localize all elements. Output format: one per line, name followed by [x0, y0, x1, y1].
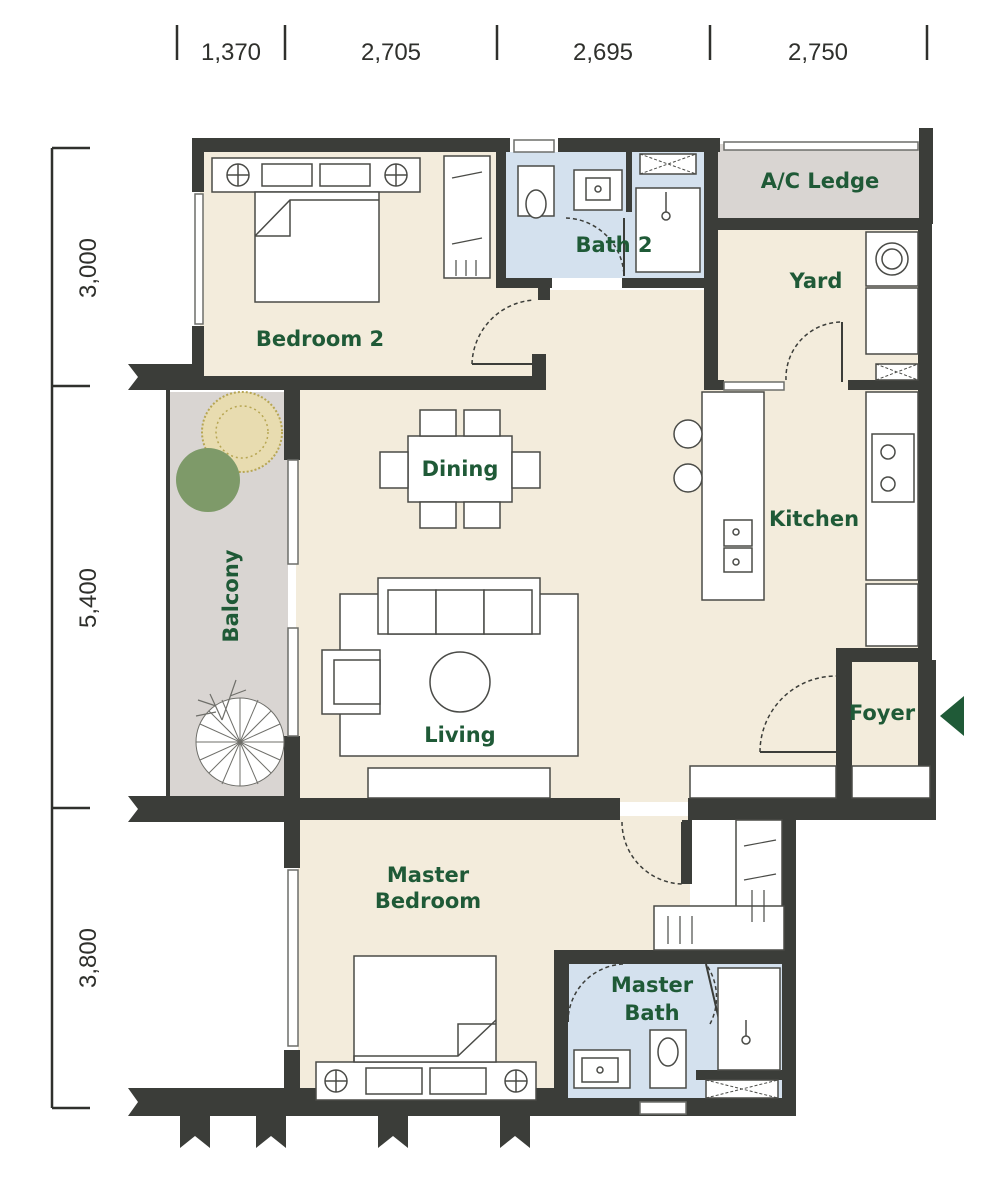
- room-label-master-bedroom-line2: Bedroom: [375, 889, 481, 913]
- bedroom2-bed: [254, 191, 380, 303]
- dimension-top-4: 2,750: [788, 39, 848, 66]
- vent-cross-icon: [639, 153, 919, 1099]
- floor-ac-ledge: [716, 144, 920, 220]
- room-label-bedroom2: Bedroom 2: [256, 327, 384, 351]
- wardrobe-hanger-lines: [451, 171, 777, 944]
- dimension-left-1: 3,000: [75, 238, 102, 298]
- door-leaves: [472, 218, 843, 1025]
- top-dimension-line: [175, 25, 929, 60]
- master-headboard: [315, 1061, 537, 1101]
- room-label-living: Living: [424, 723, 495, 747]
- room-label-master-bath-line1: Master: [611, 973, 694, 997]
- room-label-foyer: Foyer: [849, 701, 916, 725]
- toilet-icon: [525, 189, 679, 1067]
- master-bed: [353, 955, 497, 1063]
- dimension-top-3: 2,695: [573, 39, 633, 66]
- room-label-master-bath-line2: Bath: [624, 1001, 679, 1025]
- coffee-table: [429, 651, 491, 713]
- walls: [128, 128, 936, 1148]
- stove-icon: [871, 433, 915, 503]
- room-label-master-bedroom-line1: Master: [387, 863, 470, 887]
- shower-icon: [661, 192, 751, 1045]
- lamp-icon: [226, 163, 528, 1093]
- washing-machine-icon: [875, 242, 909, 276]
- room-label-kitchen: Kitchen: [769, 507, 859, 531]
- door-swings: [471, 217, 843, 1025]
- left-dimension-line: [50, 146, 90, 1110]
- entry-arrow-icon: [940, 696, 964, 736]
- washing-machine: [865, 231, 919, 287]
- dimension-top-1: 1,370: [201, 39, 261, 66]
- room-label-dining: Dining: [422, 457, 499, 481]
- tv-console: [367, 767, 551, 799]
- room-label-bath2: Bath 2: [575, 233, 652, 257]
- dimension-left-3: 3,800: [75, 928, 102, 988]
- bedroom2-wardrobe: [443, 155, 491, 279]
- windows: [194, 139, 919, 1115]
- sink-icon: [581, 177, 753, 1083]
- room-label-balcony: Balcony: [219, 549, 243, 642]
- bar-stools: [673, 419, 703, 493]
- room-label-yard: Yard: [789, 269, 843, 293]
- dimension-top-2: 2,705: [361, 39, 421, 66]
- room-label-ac-ledge: A/C Ledge: [761, 169, 880, 193]
- dimension-left-2: 5,400: [75, 568, 102, 628]
- plant-icon: [176, 391, 285, 787]
